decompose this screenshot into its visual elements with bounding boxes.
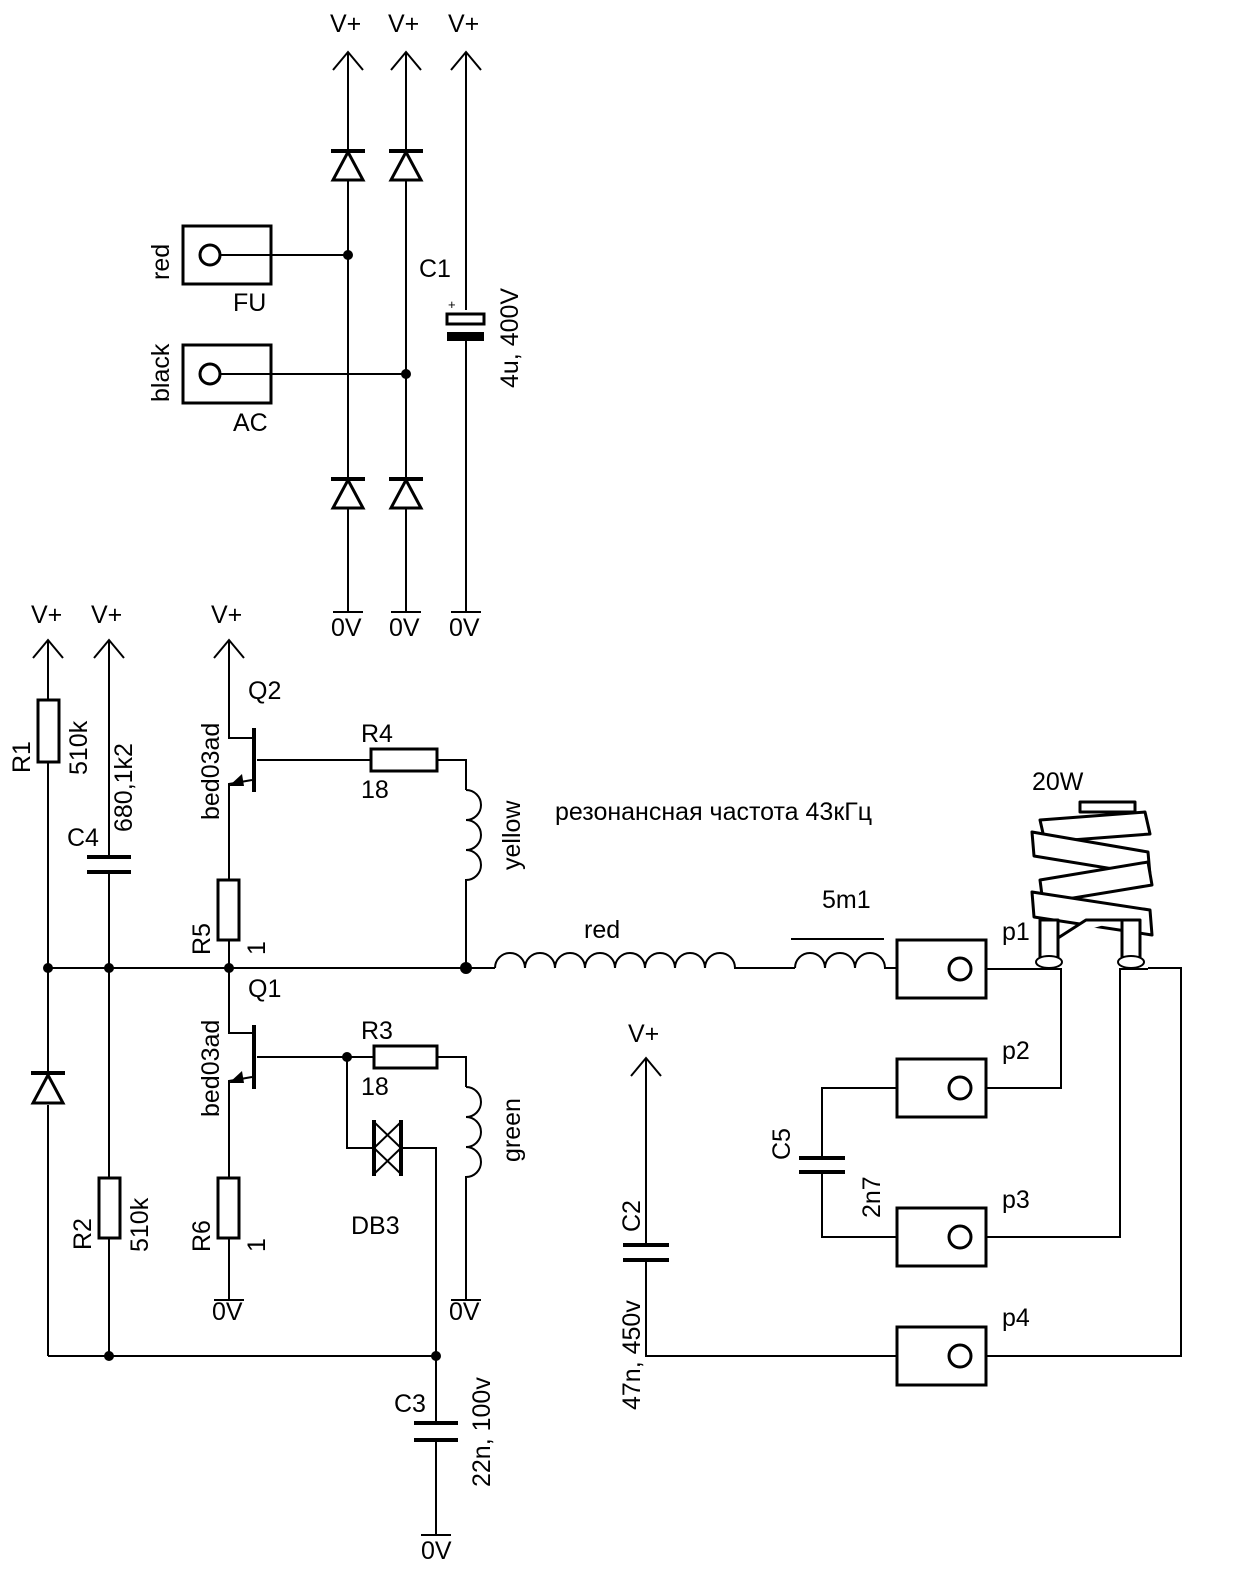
c2-ref: C2 xyxy=(618,1200,646,1232)
ac-label: AC xyxy=(233,409,268,437)
lamp-pin-p3: p3 xyxy=(895,968,1121,1268)
p3-label: p3 xyxy=(1002,1186,1030,1214)
yellow-winding-label: yellow xyxy=(498,800,526,870)
p4-label: p4 xyxy=(1002,1304,1030,1332)
fu-label: FU xyxy=(233,289,266,317)
resistor-r2: R2 510k xyxy=(69,1176,154,1252)
r1-ref: R1 xyxy=(8,741,36,773)
r4-ref: R4 xyxy=(361,720,393,748)
r3-value: 18 xyxy=(361,1073,389,1101)
vplus-arrow-1: V+ xyxy=(330,10,364,612)
bridge-diode-1 xyxy=(330,148,366,182)
c5-value: 2n7 xyxy=(858,1176,886,1218)
vplus-label: V+ xyxy=(388,10,419,38)
r6-value: 1 xyxy=(243,1238,271,1252)
q1-ref: Q1 xyxy=(248,975,281,1003)
lamp-power-label: 20W xyxy=(1032,768,1084,796)
c4-value: 680,1k2 xyxy=(110,743,138,832)
ground-label: 0V xyxy=(389,614,420,642)
p1-label: p1 xyxy=(1002,918,1030,946)
capacitor-c3: C3 22n, 100v 0V xyxy=(48,1351,496,1565)
ground-label: 0V xyxy=(212,1298,243,1326)
ground-3: 0V xyxy=(449,611,481,642)
vplus-label: V+ xyxy=(91,601,122,629)
resistor-r4: R4 18 xyxy=(361,720,467,804)
r3-ref: R3 xyxy=(361,1017,393,1045)
q1-part: bed03ad xyxy=(197,1020,225,1117)
bridge-diode-4 xyxy=(388,476,424,510)
c1-value: 4u, 400V xyxy=(496,288,524,388)
ground-label: 0V xyxy=(421,1537,452,1565)
capacitor-c5: C5 2n7 xyxy=(768,1087,897,1238)
ground-1: 0V xyxy=(331,611,363,642)
q2-part: bed03ad xyxy=(197,723,225,820)
resistor-r6: 0V R6 1 xyxy=(188,1176,271,1326)
choke-value: 5m1 xyxy=(822,886,871,914)
ground-label: 0V xyxy=(449,1298,480,1326)
ground-2: 0V xyxy=(389,611,421,642)
output-section: резонансная частота 43кГц red 5m1 p1 p2 xyxy=(494,768,1182,1410)
rectifier-section: V+ V+ V+ 0V 0V xyxy=(147,10,524,642)
q2-ref: Q2 xyxy=(248,677,281,705)
resistor-r1: V+ R1 510k xyxy=(8,601,93,1356)
lamp-pin-p4: p4 xyxy=(895,967,1182,1387)
choke-inductor: 5m1 xyxy=(791,886,897,969)
vplus-label: V+ xyxy=(211,601,242,629)
ground-label: 0V xyxy=(449,614,480,642)
c5-ref: C5 xyxy=(768,1128,796,1160)
transistor-q2: V+ Q2 bed03ad xyxy=(197,601,371,880)
c2-value: 47n, 450v xyxy=(618,1300,646,1410)
db3-ref: DB3 xyxy=(351,1212,400,1240)
ac-wire-color: black xyxy=(147,343,175,402)
c4-ref: C4 xyxy=(67,824,99,852)
vplus-label: V+ xyxy=(330,10,361,38)
fu-connector: red FU xyxy=(147,224,353,317)
lamp-pin-p1: p1 xyxy=(895,918,1036,1000)
c1-ref: C1 xyxy=(419,255,451,283)
r2-value: 510k xyxy=(126,1197,154,1252)
r2-ref: R2 xyxy=(69,1218,97,1250)
ac-connector: black AC xyxy=(147,343,411,437)
vplus-label: V+ xyxy=(31,601,62,629)
vplus-label: V+ xyxy=(628,1020,659,1048)
r1-value: 510k xyxy=(65,720,93,775)
c1-polarity: + xyxy=(448,297,456,312)
winding-green: 0V green xyxy=(449,1086,526,1326)
resonant-frequency-note: резонансная частота 43кГц xyxy=(555,798,872,826)
capacitor-c2: V+ C2 47n, 450v xyxy=(618,1020,897,1410)
startup-diode xyxy=(30,1071,66,1105)
vplus-arrow-2: V+ xyxy=(388,10,422,612)
r5-value: 1 xyxy=(243,941,271,955)
lamp-pin-p2: p2 xyxy=(895,968,1062,1119)
vplus-arrow-3: V+ xyxy=(448,10,482,612)
midpoint-bus xyxy=(43,962,495,974)
vplus-label: V+ xyxy=(448,10,479,38)
fu-wire-color: red xyxy=(147,244,175,280)
capacitor-c4: V+ C4 680,1k2 xyxy=(67,601,138,1356)
capacitor-c1: + C1 4u, 400V xyxy=(419,255,524,388)
r5-ref: R5 xyxy=(188,923,216,955)
bridge-diode-3 xyxy=(330,476,366,510)
winding-yellow: yellow xyxy=(465,789,526,968)
oscillator-section: V+ R1 510k V+ C4 680,1k2 R2 510k V+ xyxy=(8,601,526,1565)
diac-db3: DB3 xyxy=(346,1057,437,1356)
green-winding-label: green xyxy=(498,1098,526,1162)
bridge-diode-2 xyxy=(388,148,424,182)
r4-value: 18 xyxy=(361,776,389,804)
primary-winding-red: red xyxy=(494,916,795,969)
resistor-r3: R3 18 xyxy=(361,1017,467,1101)
ground-label: 0V xyxy=(331,614,362,642)
primary-winding-label: red xyxy=(584,916,620,944)
resistor-r5: R5 1 xyxy=(188,878,271,1034)
c3-value: 22n, 100v xyxy=(468,1377,496,1487)
p2-label: p2 xyxy=(1002,1037,1030,1065)
r6-ref: R6 xyxy=(188,1220,216,1252)
c3-ref: C3 xyxy=(394,1390,426,1418)
cfl-lamp-icon: 20W xyxy=(1030,768,1154,970)
